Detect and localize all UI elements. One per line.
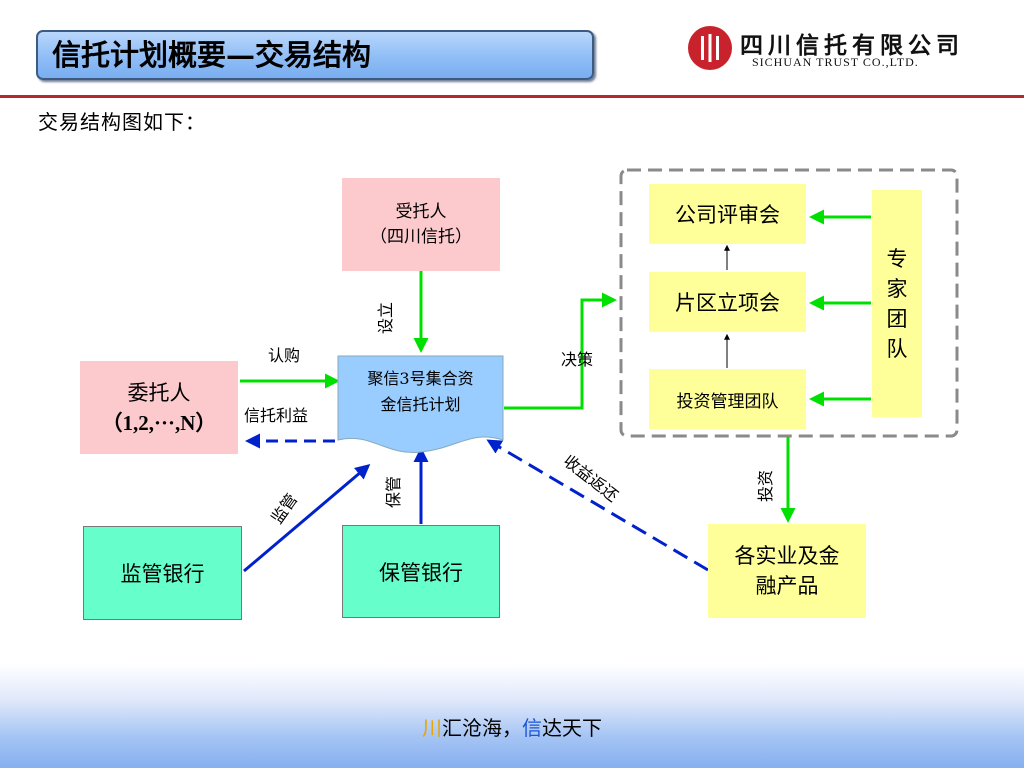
investment-products-box: 各实业及金 融产品 [708, 524, 866, 618]
investment-products-line2: 融产品 [755, 574, 819, 598]
settlor-box: 委托人 （1,2,···,N） [80, 361, 238, 454]
arrow-return [486, 439, 709, 572]
trustee-box: 受托人 （四川信托） [342, 178, 500, 271]
expert-team-char: 家 [886, 276, 908, 301]
footer-slogan: 川汇沧海，信达天下 [0, 712, 1024, 741]
investment-products-line1: 各实业及金 [734, 544, 840, 568]
expert-team-char: 专 [886, 246, 908, 271]
review-committee-box: 公司评审会 [649, 184, 806, 244]
settlor-count: （1,2,···,N） [101, 410, 217, 435]
trust-plan-line2: 金信托计划 [380, 395, 461, 414]
sichuan-trust-logo-icon [688, 26, 732, 70]
label-establish: 设立 [378, 301, 395, 334]
trust-plan-line1: 聚信3号集合资 [367, 369, 474, 388]
expert-team-char: 团 [886, 306, 908, 331]
slogan-part4: 达天下 [542, 716, 602, 740]
settlor-label: 委托人 [127, 380, 191, 405]
label-custody: 保管 [386, 475, 403, 508]
expert-team-box: 专 家 团 队 [872, 190, 922, 417]
slogan-part2: 汇沧海， [442, 716, 522, 740]
trust-plan-box: 聚信3号集合资 金信托计划 [338, 362, 503, 422]
label-decision: 决策 [561, 352, 594, 369]
slogan-part1: 川 [422, 716, 442, 740]
project-committee-box: 片区立项会 [649, 272, 806, 332]
investment-team-box: 投资管理团队 [649, 369, 806, 429]
label-trust-benefit: 信托利益 [244, 408, 309, 425]
label-invest: 投资 [758, 469, 775, 502]
arrow-decision [504, 292, 617, 410]
footer-band [0, 664, 1024, 768]
logo-company-name-en: SICHUAN TRUST CO.,LTD. [752, 55, 919, 69]
custodian-bank-box: 保管银行 [342, 525, 500, 618]
page-title: 信托计划概要—交易结构 [36, 30, 594, 80]
trustee-label: 受托人 [395, 201, 447, 222]
expert-team-char: 队 [886, 336, 908, 361]
supervisory-bank-box: 监管银行 [83, 526, 242, 620]
logo-company-name: 四川信托有限公司 [740, 33, 964, 59]
header-divider [0, 95, 1024, 98]
trust-plan-shape [337, 355, 504, 453]
slogan-part3: 信 [522, 716, 542, 740]
intro-text: 交易结构图如下： [38, 110, 206, 134]
trustee-name: （四川信托） [370, 226, 472, 247]
arrow-supervise [243, 464, 371, 573]
decision-group-frame [619, 168, 959, 438]
label-subscribe: 认购 [268, 348, 301, 365]
